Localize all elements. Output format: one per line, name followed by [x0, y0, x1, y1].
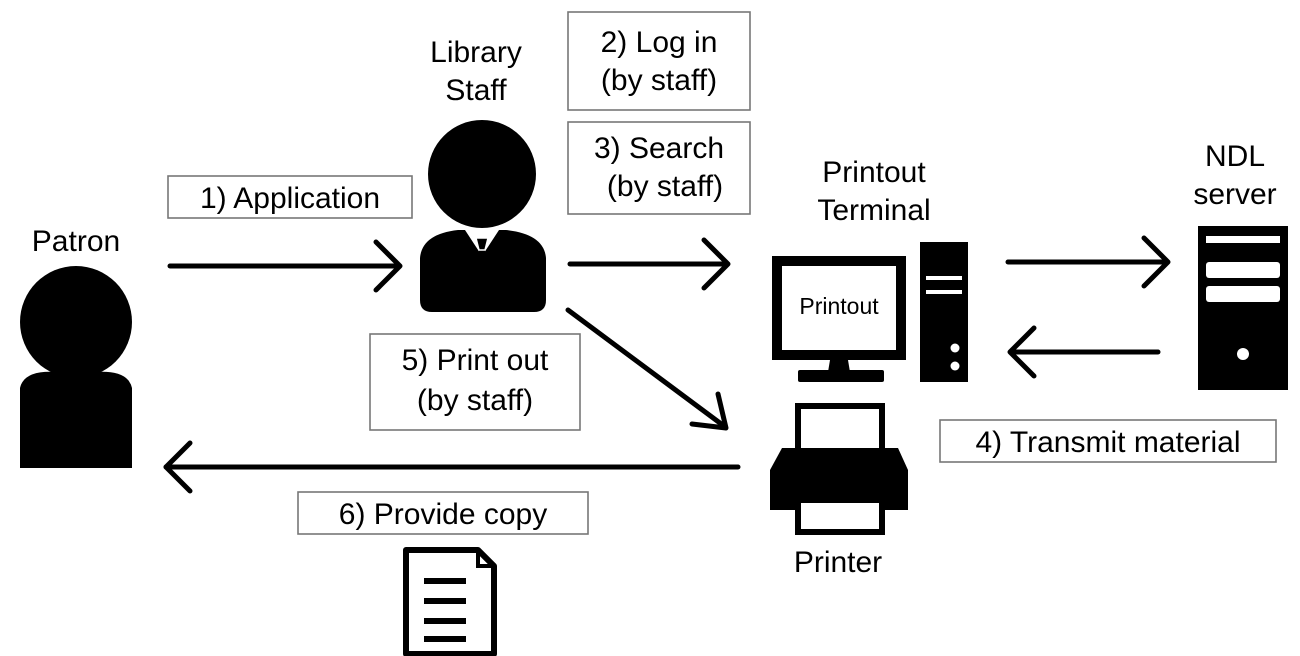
step-search-line2: (by staff): [607, 170, 723, 203]
patron-icon: [20, 266, 132, 468]
server-label-line1: NDL: [1205, 140, 1265, 173]
server-label-line2: server: [1193, 178, 1276, 211]
arrow-staff-to-terminal: [567, 237, 731, 291]
step-login-box: [567, 11, 751, 111]
step-login-line1: 2) Log in: [601, 26, 718, 59]
step-search-box: [567, 121, 751, 215]
step-printout-box: [369, 333, 581, 431]
arrow-terminal-to-server: [1005, 235, 1171, 289]
terminal-label-line1: Printout: [822, 156, 926, 189]
printer-icon: [770, 403, 908, 535]
arrow-server-to-terminal: [1007, 325, 1161, 379]
monitor-icon: [772, 256, 906, 382]
step-printout-line2: (by staff): [417, 384, 533, 417]
terminal-label-line2: Terminal: [817, 194, 930, 227]
printer-label: Printer: [794, 546, 882, 579]
step-application-box: [167, 175, 413, 219]
staff-label-line1: Library: [430, 36, 522, 69]
step-search-line1: 3) Search: [594, 132, 724, 165]
computer-tower-icon: [920, 242, 968, 382]
step-application-label: 1) Application: [200, 182, 380, 215]
step-provide-label: 6) Provide copy: [339, 498, 547, 531]
step-transmit-box: [939, 419, 1277, 463]
arrow-staff-to-printer: [565, 307, 729, 431]
patron-label: Patron: [32, 225, 120, 258]
step-transmit-label: 4) Transmit material: [975, 426, 1240, 459]
server-icon: [1198, 226, 1288, 390]
step-printout-line1: 5) Print out: [402, 344, 549, 377]
document-icon: [403, 547, 497, 656]
step-provide-box: [297, 491, 589, 535]
staff-label-line2: Staff: [445, 74, 507, 107]
monitor-screen-label: Printout: [799, 293, 879, 319]
arrow-patron-to-staff: [167, 239, 403, 293]
tie-icon: [474, 238, 490, 292]
arrow-printer-to-patron: [163, 440, 741, 494]
step-login-line2: (by staff): [601, 64, 717, 97]
library-staff-icon: [420, 120, 546, 312]
